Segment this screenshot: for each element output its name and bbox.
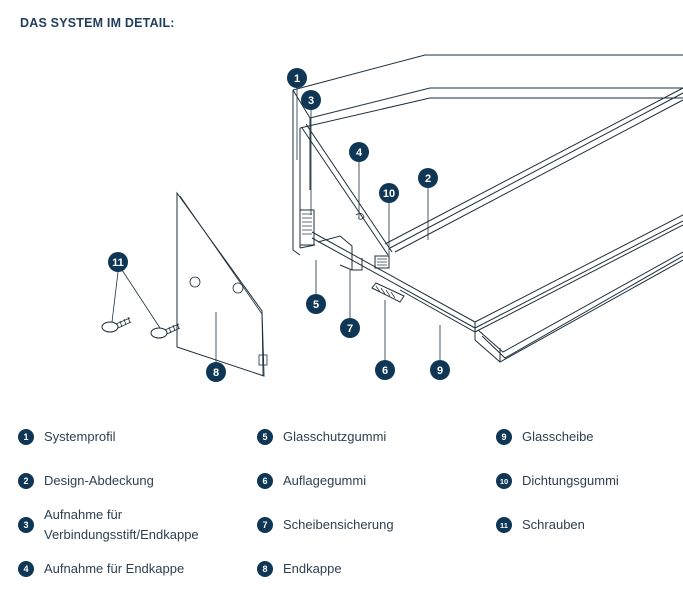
legend-item-1: 1 Systemprofil — [18, 427, 116, 447]
callout-11: 11 — [108, 252, 128, 272]
svg-text:2: 2 — [425, 173, 431, 185]
legend-item-9: 9 Glasscheibe — [496, 427, 594, 447]
svg-text:9: 9 — [437, 365, 443, 377]
callout-2: 2 — [418, 168, 438, 188]
legend-item-8: 8 Endkappe — [257, 559, 342, 579]
glass-pane — [311, 214, 683, 363]
svg-text:1: 1 — [294, 73, 300, 85]
legend-label: Auflagegummi — [283, 473, 367, 488]
svg-text:10: 10 — [383, 188, 395, 200]
legend-badge: 6 — [257, 473, 273, 489]
callout-10: 10 — [379, 183, 399, 203]
svg-text:8: 8 — [213, 367, 219, 379]
design-cover — [384, 87, 683, 253]
legend-badge: 7 — [257, 517, 273, 533]
svg-text:11: 11 — [112, 257, 124, 269]
connector-pin-mount — [301, 123, 393, 256]
svg-text:5: 5 — [313, 299, 319, 311]
legend-badge: 5 — [257, 429, 273, 445]
legend-label: Schrauben — [522, 517, 585, 532]
svg-text:4: 4 — [356, 147, 363, 159]
page-title: DAS SYSTEM IM DETAIL: — [20, 16, 175, 30]
legend-label: Design-Abdeckung — [44, 473, 154, 488]
callout-4: 4 — [349, 142, 369, 162]
callout-9: 9 — [430, 360, 450, 380]
legend-label: Glasscheibe — [522, 429, 594, 444]
callout-6: 6 — [375, 360, 395, 380]
svg-text:6: 6 — [382, 365, 388, 377]
legend-badge: 1 — [18, 429, 34, 445]
legend-badge: 11 — [496, 517, 512, 533]
legend-label: Aufnahme für Endkappe — [44, 561, 185, 576]
callout-1: 1 — [287, 68, 307, 88]
svg-text:3: 3 — [308, 95, 314, 107]
legend-item-6: 6 Auflagegummi — [257, 471, 366, 491]
legend-item-11: 11 Schrauben — [496, 515, 585, 535]
callout-5: 5 — [306, 294, 326, 314]
screws — [101, 316, 181, 339]
legend-badge: 10 — [496, 473, 512, 489]
legend-label: Aufnahme für Verbindungsstift/Endkappe — [44, 505, 199, 545]
legend-item-5: 5 Glasschutzgummi — [257, 427, 386, 447]
exploded-view-drawing: 1 2 3 4 5 6 7 8 9 10 11 — [101, 54, 683, 382]
legend-item-4: 4 Aufnahme für Endkappe — [18, 559, 184, 579]
legend-item-3: 3 Aufnahme für Verbindungsstift/Endkappe — [18, 505, 199, 545]
legend-badge: 4 — [18, 561, 34, 577]
rubber-parts — [299, 209, 405, 303]
legend-label: Endkappe — [283, 561, 342, 576]
legend-label-line: Aufnahme für — [44, 507, 123, 522]
legend-badge: 8 — [257, 561, 273, 577]
callout-7: 7 — [340, 318, 360, 338]
callout-3: 3 — [301, 90, 321, 110]
legend-label: Glasschutzgummi — [283, 429, 387, 444]
legend-item-2: 2 Design-Abdeckung — [18, 471, 154, 491]
legend-badge: 3 — [18, 517, 34, 533]
end-cap — [176, 191, 268, 377]
legend-label: Scheibensicherung — [283, 517, 394, 532]
legend-item-7: 7 Scheibensicherung — [257, 515, 394, 535]
callout-8: 8 — [206, 362, 226, 382]
svg-text:7: 7 — [347, 323, 353, 335]
legend-badge: 2 — [18, 473, 34, 489]
legend-badge: 9 — [496, 429, 512, 445]
legend-label: Systemprofil — [44, 429, 116, 444]
legend-label-line: Verbindungsstift/Endkappe — [44, 527, 199, 542]
legend-label: Dichtungsgummi — [522, 473, 619, 488]
legend-item-10: 10 Dichtungsgummi — [496, 471, 619, 491]
leader-lines — [111, 88, 441, 362]
